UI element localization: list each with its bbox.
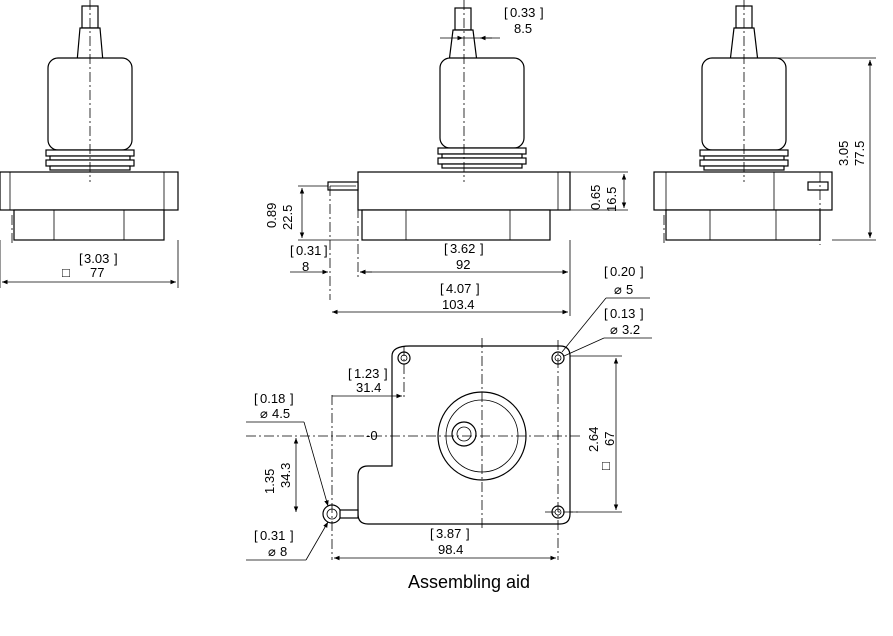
depth-in: 2.64 — [586, 427, 601, 452]
caption: Assembling aid — [408, 572, 530, 592]
hole1-in: 0.20 — [610, 264, 635, 279]
body-in: 3.62 — [450, 241, 475, 256]
front-left-width-mm: 77 — [90, 265, 104, 280]
svg-text:[: [ — [504, 5, 508, 20]
hole1-mm: 5 — [626, 282, 633, 297]
y-mm: 34.3 — [278, 463, 293, 488]
front-left-view: [ 3.03 ] □ 77 — [0, 0, 179, 288]
depth-mm: 67 — [602, 432, 617, 446]
spacing-in: 3.87 — [436, 526, 461, 541]
x-in: 1.23 — [354, 366, 379, 381]
svg-text:⌀: ⌀ — [260, 406, 268, 421]
plate-in: 0.65 — [588, 185, 603, 210]
bottom-view: [ 0.20 ] ⌀ 5 [ 0.13 ] ⌀ 3.2 [ 1.23 ] 31.… — [246, 264, 652, 561]
side-right-view: 3.05 77.5 — [653, 0, 876, 245]
svg-text:[: [ — [254, 528, 258, 543]
svg-text:]: ] — [476, 281, 480, 296]
svg-text:[: [ — [430, 526, 434, 541]
offset-in: 0.31 — [296, 243, 321, 258]
front-middle-view: [ 0.33 ] 8.5 0.89 22.5 0.65 16.5 [ 0.31 … — [264, 0, 628, 316]
svg-text:[: [ — [348, 366, 352, 381]
shaft-in: 0.33 — [510, 5, 535, 20]
svg-text:[: [ — [444, 241, 448, 256]
svg-text:]: ] — [466, 526, 470, 541]
hole3-in: 0.18 — [260, 391, 285, 406]
height-mm: 22.5 — [280, 205, 295, 230]
svg-text:]: ] — [290, 391, 294, 406]
label-bracket: [ — [79, 251, 83, 266]
square-symbol: □ — [62, 265, 70, 280]
total-in: 4.07 — [446, 281, 471, 296]
zero-label: -0 — [366, 428, 378, 443]
total-mm: 103.4 — [442, 297, 475, 312]
hole4-mm: 8 — [280, 544, 287, 559]
svg-text:]: ] — [384, 366, 388, 381]
body-mm: 92 — [456, 257, 470, 272]
front-left-width-in: 3.03 — [84, 251, 109, 266]
svg-text:]: ] — [290, 528, 294, 543]
x-mm: 31.4 — [356, 380, 381, 395]
svg-text:]: ] — [114, 251, 118, 266]
side-height-mm: 77.5 — [852, 141, 867, 166]
svg-text:]: ] — [540, 5, 544, 20]
svg-text:[: [ — [604, 306, 608, 321]
diameter-symbol: ⌀ — [614, 282, 622, 297]
plate-mm: 16.5 — [604, 187, 619, 212]
hole2-mm: 3.2 — [622, 322, 640, 337]
spacing-mm: 98.4 — [438, 542, 463, 557]
svg-text:⌀: ⌀ — [268, 544, 276, 559]
offset-mm: 8 — [302, 259, 309, 274]
svg-text:⌀: ⌀ — [610, 322, 618, 337]
y-in: 1.35 — [262, 469, 277, 494]
height-in: 0.89 — [264, 203, 279, 228]
hole2-in: 0.13 — [610, 306, 635, 321]
side-height-in: 3.05 — [836, 141, 851, 166]
svg-text:[: [ — [254, 391, 258, 406]
svg-text:]: ] — [640, 264, 644, 279]
svg-text:]: ] — [640, 306, 644, 321]
svg-text:[: [ — [440, 281, 444, 296]
hole3-mm: 4.5 — [272, 406, 290, 421]
svg-text:□: □ — [602, 458, 610, 473]
shaft-mm: 8.5 — [514, 21, 532, 36]
svg-text:[: [ — [604, 264, 608, 279]
svg-text:]: ] — [324, 243, 328, 258]
hole4-in: 0.31 — [260, 528, 285, 543]
svg-text:]: ] — [480, 241, 484, 256]
svg-text:[: [ — [290, 243, 294, 258]
